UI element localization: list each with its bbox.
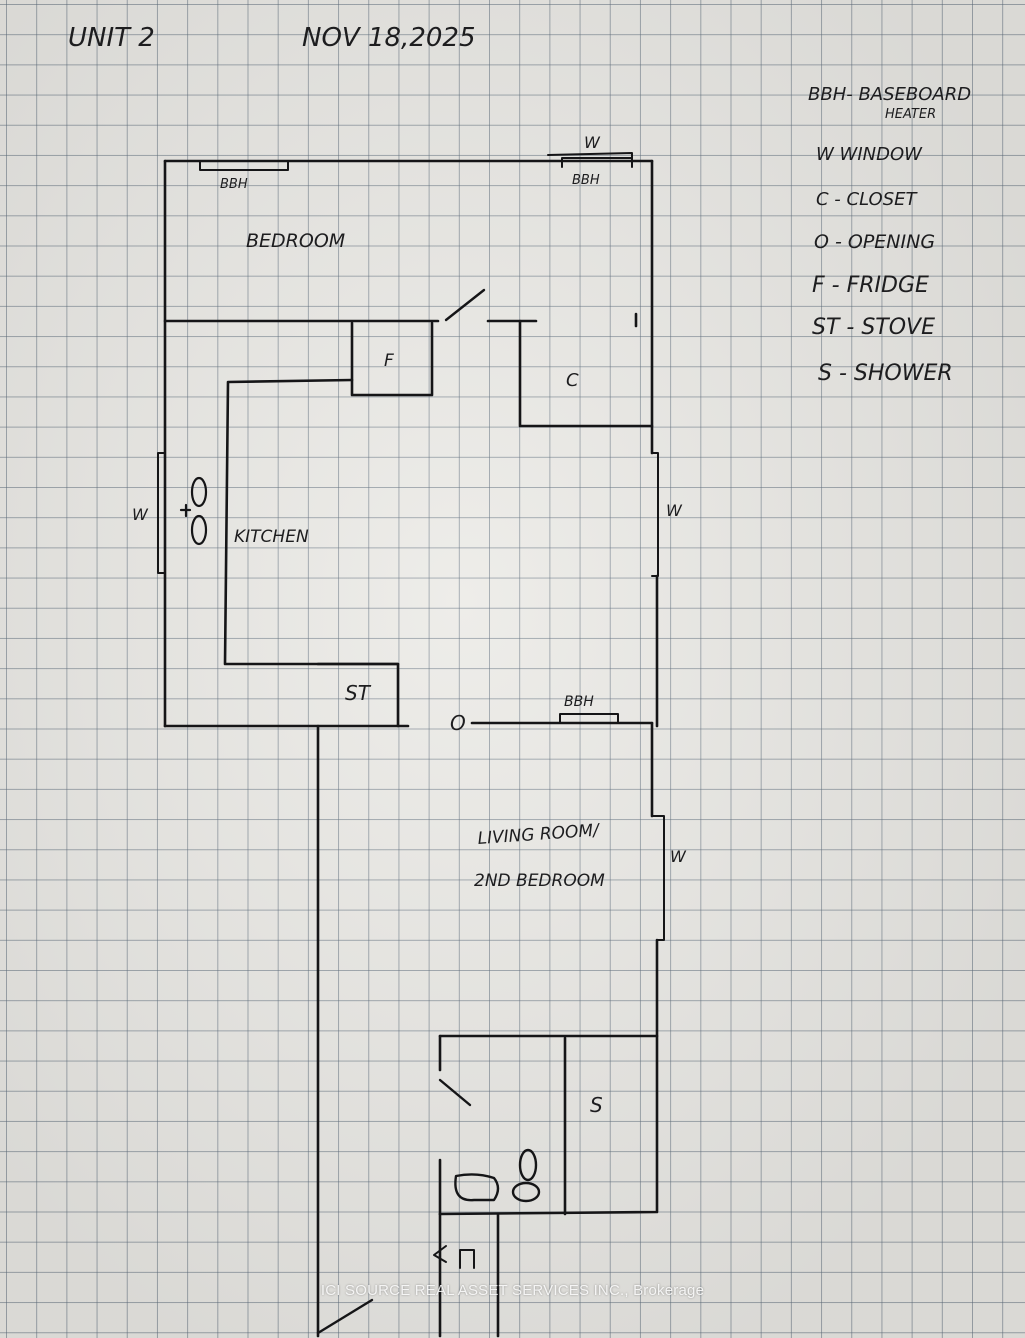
bbh-living <box>559 713 619 724</box>
bbh-bedroom-right <box>561 157 633 168</box>
window-label-living: W <box>670 847 687 866</box>
legend-closet: C - CLOSET <box>816 189 919 210</box>
closet-label: C <box>566 370 579 391</box>
opening-label: O <box>450 711 466 735</box>
exterior-walls <box>163 159 659 1338</box>
legend-shower: S - SHOWER <box>818 361 953 386</box>
bathroom-fixtures <box>454 1148 541 1203</box>
entry-door <box>316 1298 374 1335</box>
bbh-bedroom-left <box>199 160 289 171</box>
window-kitchen-right <box>651 452 659 577</box>
stove-outline <box>316 662 400 728</box>
legend-fridge: F - FRIDGE <box>812 273 929 298</box>
windows <box>157 152 665 941</box>
interior-walls <box>163 312 654 728</box>
bathroom-walls <box>438 1034 659 1216</box>
bbh-label-2: BBH <box>572 173 600 188</box>
window-bedroom <box>547 152 633 159</box>
watermark: ICI SOURCE REAL ASSET SERVICES INC., Bro… <box>320 1282 705 1299</box>
legend: BBH- BASEBOARD HEATER W WINDOW C - CLOSE… <box>808 84 971 386</box>
toilet-tank <box>518 1148 538 1182</box>
bbh-label-3: BBH <box>564 694 594 710</box>
bathroom-door <box>438 1078 472 1107</box>
window-label-top: W <box>584 133 601 152</box>
unit-label: UNIT 2 <box>68 23 155 53</box>
legend-window: W WINDOW <box>816 144 923 165</box>
kitchen-sink <box>179 476 208 546</box>
bbh-label-1: BBH <box>220 177 248 192</box>
closet-walls <box>518 319 654 428</box>
legend-bbh: BBH- BASEBOARD <box>808 84 971 105</box>
shower-label: S <box>590 1093 603 1117</box>
second-bedroom-label: 2ND BEDROOM <box>474 871 605 891</box>
kitchen-counter <box>223 378 400 666</box>
date-label: NOV 18,2025 <box>302 23 475 53</box>
baseboard-heaters <box>199 157 633 724</box>
window-living <box>651 815 665 941</box>
toilet-bowl <box>511 1181 541 1203</box>
living-room-label: LIVING ROOM/ <box>477 820 602 849</box>
stove-label: ST <box>345 681 372 705</box>
window-label-left: W <box>132 505 149 524</box>
legend-stove: ST - STOVE <box>812 315 935 340</box>
door-swings <box>316 288 486 1335</box>
bedroom-door <box>444 288 486 322</box>
window-kitchen-left <box>157 452 166 574</box>
bedroom-label: BEDROOM <box>246 230 345 252</box>
window-label-right: W <box>666 501 683 520</box>
sink-basin <box>454 1173 500 1202</box>
legend-opening: O - OPENING <box>814 231 935 253</box>
legend-bbh-heater: HEATER <box>885 107 936 122</box>
fridge-outline <box>350 321 434 397</box>
kitchen-label: KITCHEN <box>234 527 309 547</box>
hall-marks <box>433 1245 475 1269</box>
fridge-label: F <box>384 351 394 371</box>
